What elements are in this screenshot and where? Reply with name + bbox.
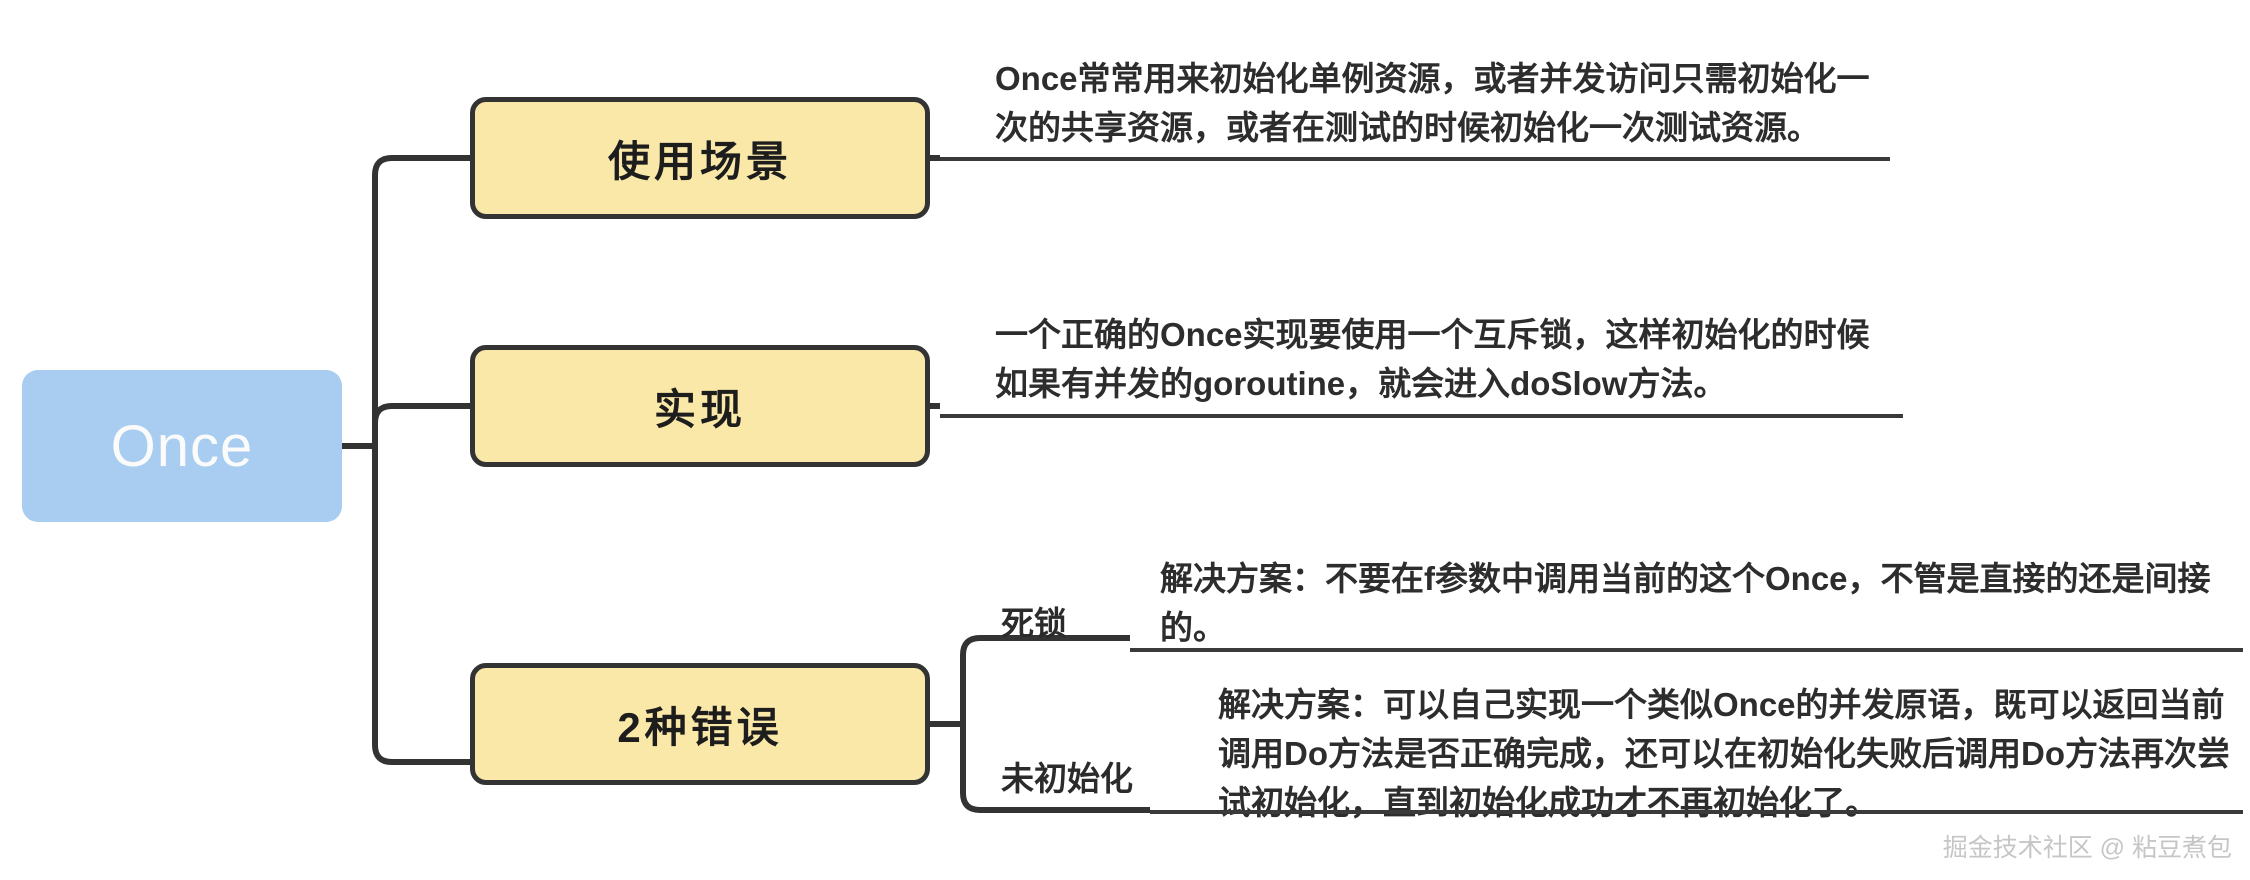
rule-use-cases — [940, 157, 1890, 161]
detail-text-implementation: 一个正确的Once实现要使用一个互斥锁，这样初始化的时候如果有并发的gorout… — [995, 316, 1870, 402]
connector-branch-3 — [372, 744, 470, 765]
rule-deadlock — [1130, 648, 2243, 652]
branch-node-use-cases[interactable]: 使用场景 — [470, 97, 930, 219]
detail-text-use-cases: Once常常用来初始化单例资源，或者并发访问只需初始化一次的共享资源，或者在测试… — [995, 60, 1870, 146]
watermark: 掘金技术社区 @ 粘豆煮包 — [1942, 834, 2232, 862]
branch-node-two-errors[interactable]: 2种错误 — [470, 663, 930, 785]
branch-node-label: 2种错误 — [617, 703, 783, 751]
rule-uninitialized — [1150, 810, 2243, 814]
sub-branch-label-uninitialized[interactable]: 未初始化 — [1001, 760, 1133, 797]
connector-branch-1 — [372, 155, 470, 176]
root-node-label: Once — [110, 413, 254, 479]
branch-node-implementation[interactable]: 实现 — [470, 345, 930, 467]
connector-branch-2 — [372, 403, 470, 424]
detail-text-uninitialized: 解决方案：可以自己实现一个类似Once的并发原语，既可以返回当前调用Do方法是否… — [1218, 686, 2230, 821]
branch-node-label: 使用场景 — [607, 137, 792, 185]
root-node-once[interactable]: Once — [22, 370, 342, 522]
rule-implementation — [940, 414, 1903, 418]
sub-branch-label-deadlock[interactable]: 死锁 — [1001, 605, 1067, 642]
detail-text-deadlock: 解决方案：不要在f参数中调用当前的这个Once，不管是直接的还是间接的。 — [1160, 560, 2211, 646]
branch-node-label: 实现 — [653, 385, 746, 433]
